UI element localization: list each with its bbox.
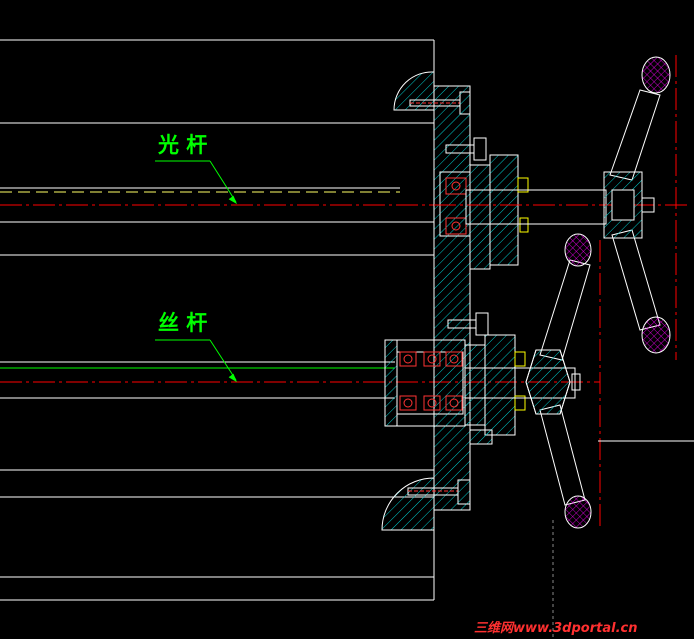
watermark: 三维网www.3dportal.cn [474,620,637,636]
reference-lines [552,440,694,639]
lead-screw-label: 丝 杆 [158,311,207,335]
upper-bearing-housing [439,154,529,270]
housing-body [0,39,435,601]
lead-screw [0,361,600,399]
bottom-knob [381,477,435,531]
polished-rod [0,187,434,206]
lower-handwheel [525,233,601,530]
lower-shaft [464,367,581,399]
flange-plate [433,85,471,511]
lower-bearing-housing [384,334,526,445]
upper-handwheel [603,55,677,360]
leader-lead-screw [155,339,238,383]
bolts [407,91,489,505]
leader-polished-rod [155,160,238,205]
top-knob [393,71,435,111]
polished-rod-label: 光 杆 [157,133,207,157]
